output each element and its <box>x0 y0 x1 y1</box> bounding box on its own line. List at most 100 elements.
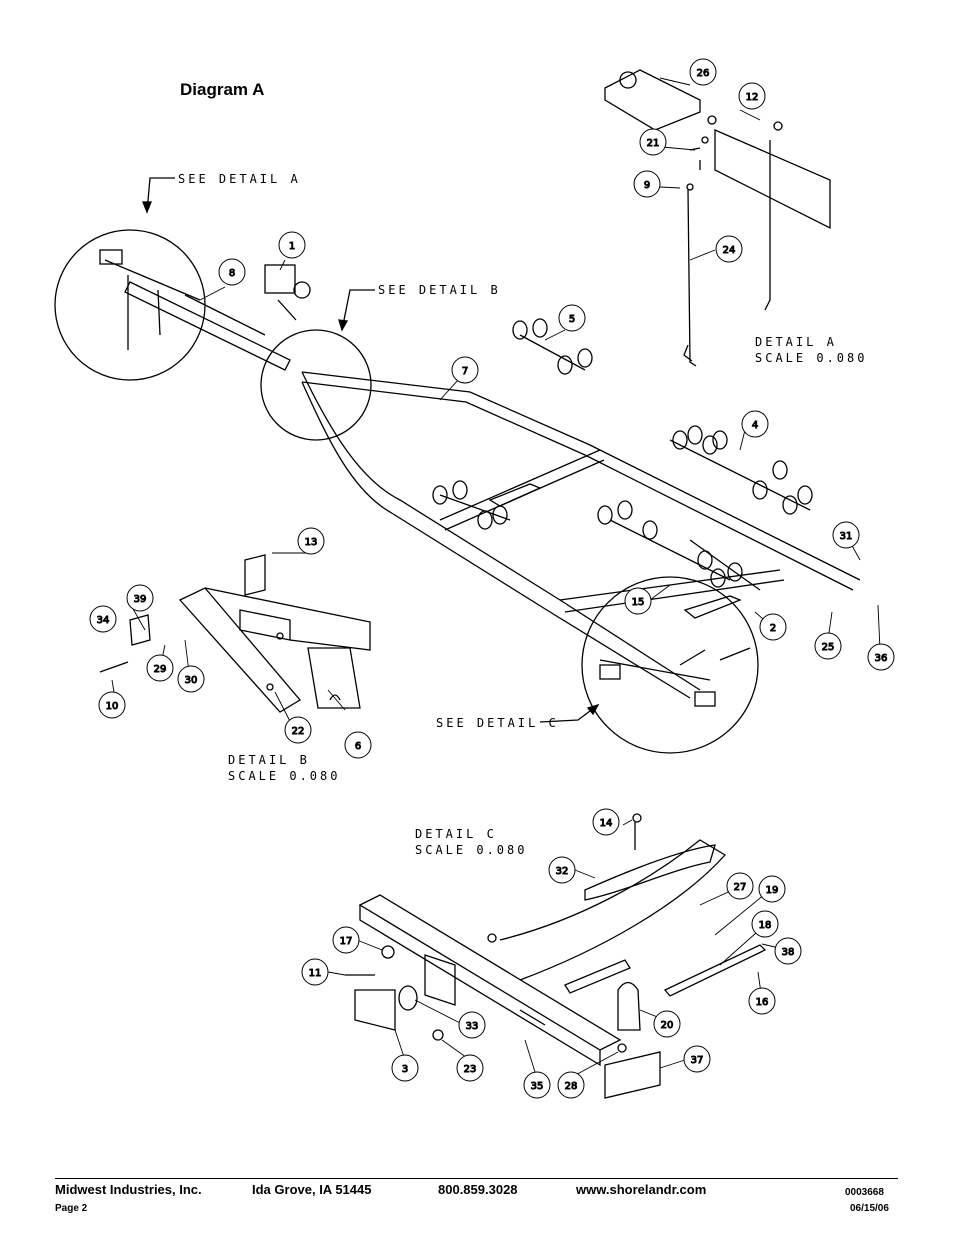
part-number-2: 2 <box>770 623 776 634</box>
balloon-25 <box>814 632 842 660</box>
part-number-6: 6 <box>355 741 361 752</box>
diagram-title: Diagram A <box>180 80 265 99</box>
part-number-30: 30 <box>185 675 198 686</box>
footer-doc-number: 0003668 <box>845 1187 884 1198</box>
detail-c-drawing <box>345 813 767 1099</box>
balloon-2 <box>759 613 787 641</box>
part-number-10: 10 <box>106 701 119 712</box>
part-number-1: 1 <box>289 241 295 252</box>
balloon-19 <box>758 875 786 903</box>
part-number-20: 20 <box>661 1020 674 1031</box>
part-number-25: 25 <box>822 642 835 653</box>
winch-post <box>264 264 311 321</box>
balloon-20 <box>653 1010 681 1038</box>
balloon-5 <box>558 304 586 332</box>
roller-assembly-5 <box>512 318 593 375</box>
balloon-33 <box>458 1011 486 1039</box>
part-number-22: 22 <box>292 726 305 737</box>
balloon-11 <box>301 958 329 986</box>
balloon-12 <box>738 82 766 110</box>
balloon-39 <box>126 584 154 612</box>
balloon-23 <box>456 1054 484 1082</box>
see-detail-c-label: SEE DETAIL C <box>436 716 559 730</box>
part-balloons: 1 2 3 4 5 6 7 8 9 10 11 12 13 14 15 16 1… <box>89 58 895 1099</box>
footer-page: Page 2 <box>55 1203 88 1214</box>
detail-c-label: DETAIL C <box>415 827 497 841</box>
balloon-17 <box>332 926 360 954</box>
part-number-32: 32 <box>556 866 569 877</box>
part-number-27: 27 <box>734 882 747 893</box>
detail-b-callout-circle <box>260 329 372 441</box>
balloon-8 <box>218 258 246 286</box>
balloon-1 <box>278 231 306 259</box>
footer-phone: 800.859.3028 <box>438 1182 518 1197</box>
balloon-30 <box>177 665 205 693</box>
part-number-5: 5 <box>569 314 575 325</box>
part-number-9: 9 <box>644 180 650 191</box>
part-number-29: 29 <box>154 664 167 675</box>
part-number-11: 11 <box>309 968 322 979</box>
part-number-4: 4 <box>752 420 758 431</box>
balloon-27 <box>726 872 754 900</box>
part-number-16: 16 <box>756 997 769 1008</box>
footer-website: www.shorelandr.com <box>576 1182 707 1197</box>
part-number-36: 36 <box>875 653 888 664</box>
footer-city: Ida Grove, IA 51445 <box>252 1182 372 1197</box>
bunk-1 <box>488 483 742 619</box>
balloon-36 <box>867 643 895 671</box>
detail-b-drawing <box>99 554 371 713</box>
roller-assembly-4 <box>669 425 813 515</box>
balloon-38 <box>774 937 802 965</box>
balloon-4 <box>741 410 769 438</box>
part-number-37: 37 <box>691 1055 704 1066</box>
balloon-10 <box>98 691 126 719</box>
part-number-8: 8 <box>229 268 235 279</box>
detail-c-scale: SCALE 0.080 <box>415 843 527 857</box>
part-number-3: 3 <box>402 1064 408 1075</box>
tongue <box>124 281 291 371</box>
part-number-13: 13 <box>305 537 318 548</box>
balloon-14 <box>592 808 620 836</box>
balloon-24 <box>715 235 743 263</box>
balloon-13 <box>297 527 325 555</box>
footer-divider <box>55 1178 898 1179</box>
see-detail-b-label: SEE DETAIL B <box>378 283 501 297</box>
part-number-33: 33 <box>466 1021 479 1032</box>
part-number-7: 7 <box>462 366 468 377</box>
part-number-12: 12 <box>746 92 759 103</box>
balloon-21 <box>639 128 667 156</box>
part-number-17: 17 <box>340 936 353 947</box>
trailer-frame <box>301 371 861 699</box>
balloon-18 <box>751 910 779 938</box>
balloon-29 <box>146 654 174 682</box>
detail-a-scale: SCALE 0.080 <box>755 351 867 365</box>
part-number-15: 15 <box>632 597 645 608</box>
part-number-31: 31 <box>840 531 853 542</box>
part-number-19: 19 <box>766 885 779 896</box>
part-number-24: 24 <box>723 245 736 256</box>
roller-assembly-15 <box>597 500 743 588</box>
balloon-34 <box>89 605 117 633</box>
balloon-35 <box>523 1071 551 1099</box>
balloon-28 <box>557 1071 585 1099</box>
part-number-28: 28 <box>565 1081 578 1092</box>
balloon-26 <box>689 58 717 86</box>
balloon-7 <box>451 356 479 384</box>
part-number-35: 35 <box>531 1081 544 1092</box>
balloon-6 <box>344 731 372 759</box>
balloon-31 <box>832 521 860 549</box>
parts-diagram: SEE DETAIL A SEE DETAIL B SEE DETAIL C D… <box>54 58 895 1099</box>
balloon-32 <box>548 856 576 884</box>
balloon-15 <box>624 587 652 615</box>
detail-b-scale: SCALE 0.080 <box>228 769 340 783</box>
part-number-34: 34 <box>97 615 110 626</box>
part-number-14: 14 <box>600 818 613 829</box>
detail-b-label: DETAIL B <box>228 753 310 767</box>
part-number-26: 26 <box>697 68 710 79</box>
footer-date: 06/15/06 <box>850 1203 889 1214</box>
detail-a-callout-circle <box>54 229 206 381</box>
detail-labels: SEE DETAIL A SEE DETAIL B SEE DETAIL C D… <box>178 172 867 857</box>
part-number-21: 21 <box>647 138 660 149</box>
part-number-39: 39 <box>134 594 147 605</box>
